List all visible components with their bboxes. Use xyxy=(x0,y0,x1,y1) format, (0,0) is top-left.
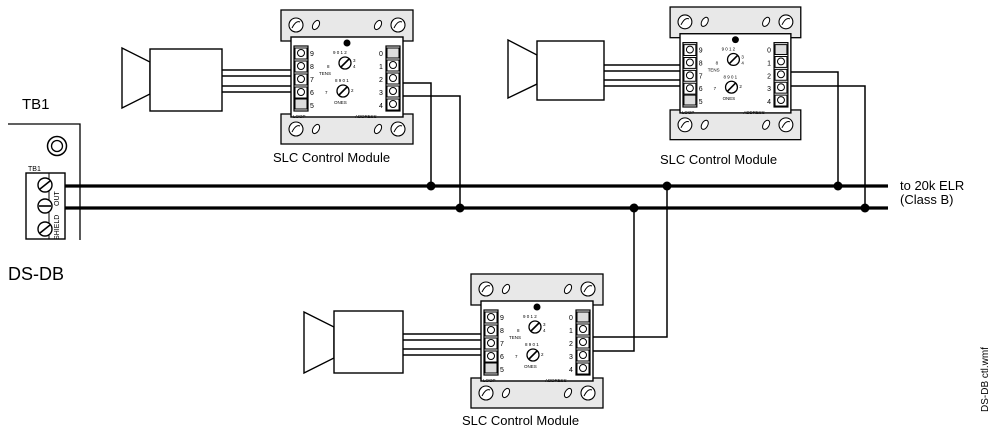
terminal-out-label: OUT xyxy=(54,191,61,207)
module-caption: SLC Control Module xyxy=(273,150,390,165)
speaker-horn-icon xyxy=(303,310,335,375)
ds-db-panel: TB1 TB1 OUT SHIELD DS-DB xyxy=(8,96,81,284)
speaker-box xyxy=(149,48,223,112)
slc-control-module-1: SLC Control Module xyxy=(273,9,414,165)
junction-dots xyxy=(426,181,870,213)
elr-label-line1: to 20k ELR xyxy=(900,178,964,193)
elr-label-line2: (Class B) xyxy=(900,192,953,207)
panel-led xyxy=(50,139,64,153)
tb1-title: TB1 xyxy=(22,96,50,113)
speaker-box xyxy=(536,40,605,101)
tb1-board-label: TB1 xyxy=(28,166,41,173)
terminal-screw xyxy=(37,198,53,214)
file-label: DS-DB ctl.wmf xyxy=(980,347,991,412)
speaker-horn-icon xyxy=(507,38,538,100)
module-caption: SLC Control Module xyxy=(462,413,579,428)
notification-appliance-2 xyxy=(507,38,690,101)
module-caption: SLC Control Module xyxy=(660,152,777,167)
panel-outline xyxy=(8,123,81,240)
terminal-screw xyxy=(37,177,53,193)
terminal-shield-label: SHIELD xyxy=(54,215,61,240)
terminal-screw xyxy=(37,221,53,237)
slc-control-module-3: SLC Control Module xyxy=(462,273,604,428)
notification-appliance-3 xyxy=(303,310,492,375)
notification-appliance-1 xyxy=(121,46,302,112)
speaker-box xyxy=(333,310,404,374)
slc-bus xyxy=(65,184,888,210)
slc-control-module-2: SLC Control Module xyxy=(660,6,802,167)
speaker-horn-icon xyxy=(121,46,151,110)
device-label: DS-DB xyxy=(8,264,64,284)
branch-wires xyxy=(392,71,866,352)
